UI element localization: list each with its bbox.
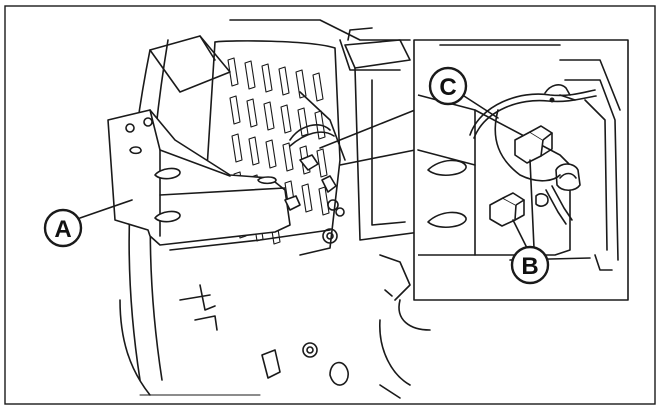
callout-a-circle [43,208,83,248]
zoom-leader-lines [319,109,416,166]
grille-slot [265,139,277,169]
callout-c-circle [428,66,468,106]
grille-slot [246,98,258,128]
battery-opening [344,27,421,241]
grille-slot [282,142,294,172]
callout-leaders [79,95,535,251]
grille-slot [244,60,256,90]
grille-slot [280,104,292,134]
grille-slot [231,133,243,163]
callout-c-leader [463,95,499,119]
grille-slot [278,66,290,96]
grille-slot [299,145,311,175]
callout-a-leader [79,199,133,219]
callout-a: A [43,208,83,248]
grille-slot [263,101,275,131]
grille-slot [314,110,326,140]
callout-b-leader-lower [512,219,529,251]
grille-slot [295,69,307,99]
callout-a-label: A [54,216,71,243]
callout-b: B [510,245,550,285]
grille-slot [301,183,313,213]
grille-slot [227,57,239,87]
callout-c-label: C [439,74,456,101]
illustration-frame [4,5,656,405]
callout-b-leader-upper [529,159,535,249]
grille-slot [229,95,241,125]
grille-slot [312,72,324,102]
mounting-bracket [107,109,345,246]
grille-slot [261,63,273,93]
grille-slot [316,148,328,178]
grille-slot [318,186,330,216]
grille-slot [297,107,309,137]
grille-slot [248,136,260,166]
machine-body [119,19,431,399]
callout-b-circle [510,245,550,285]
callout-b-label: B [521,253,538,280]
callout-c: C [428,66,468,106]
